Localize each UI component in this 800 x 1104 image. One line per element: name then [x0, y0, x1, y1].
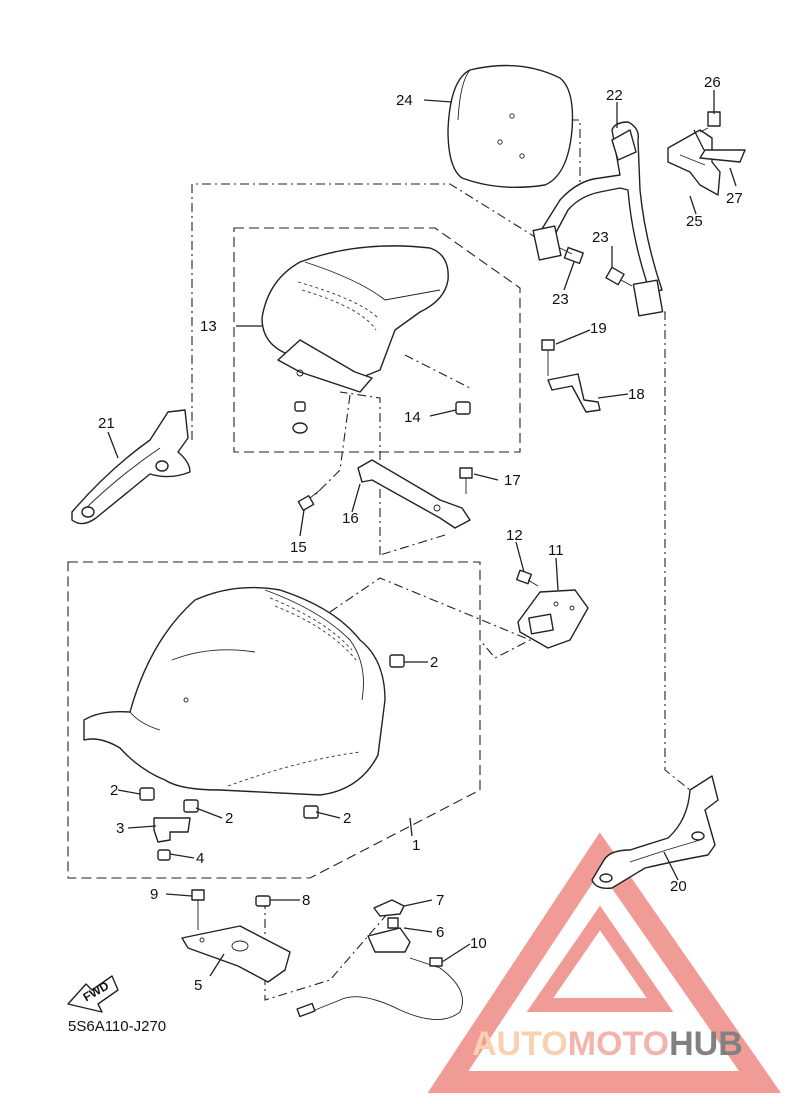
- callout-21: 21: [98, 415, 115, 432]
- bolt-9: [191, 889, 205, 930]
- main-seat-group-box: [67, 561, 481, 879]
- rear-seat: [261, 245, 449, 393]
- callout-10: 10: [470, 935, 487, 952]
- stay-18: [547, 373, 601, 413]
- bolt-15: [297, 489, 321, 512]
- callout-8: 8: [302, 892, 310, 909]
- nut-2-b: [139, 787, 155, 801]
- plate-7: [373, 899, 405, 917]
- rear-seat-group-box: [233, 227, 521, 453]
- callout-15: 15: [290, 539, 307, 556]
- nut-4: [157, 849, 171, 861]
- nut-2-d: [303, 805, 319, 819]
- lock-6: [367, 917, 411, 953]
- callout-2-b: 2: [110, 782, 118, 799]
- plate-27: [699, 149, 746, 163]
- svg-text:AUTOMOTOHUB: AUTOMOTOHUB: [472, 1025, 743, 1063]
- diagram-code: 5S6A110-J270: [68, 1018, 166, 1035]
- plate-5: [181, 925, 291, 983]
- callout-13: 13: [200, 318, 217, 335]
- bracket-11: [517, 589, 589, 649]
- callout-4: 4: [196, 850, 204, 867]
- guide-line-20: [645, 311, 691, 791]
- backrest-pad: [447, 64, 574, 189]
- main-seat: [83, 586, 386, 796]
- bracket-3: [153, 817, 191, 843]
- fwd-arrow-icon: FWD: [67, 975, 119, 1013]
- callout-12: 12: [506, 527, 523, 544]
- callout-23-a: 23: [592, 229, 609, 246]
- watermark-logo: AUTOMOTOHUB: [427, 832, 782, 1093]
- callout-6: 6: [436, 924, 444, 941]
- nut-8: [255, 895, 271, 907]
- bracket-25: [667, 129, 721, 196]
- watermark-moto: MOTO: [568, 1025, 669, 1063]
- grab-bar-21: [71, 409, 191, 525]
- bolt-26: [699, 111, 721, 133]
- callout-18: 18: [628, 386, 645, 403]
- callout-2-d: 2: [343, 810, 351, 827]
- bolt-12: [515, 569, 539, 587]
- bolt-23-b: [605, 266, 633, 287]
- watermark-auto: AUTO: [472, 1025, 568, 1063]
- callout-23-b: 23: [552, 291, 569, 308]
- callout-1: 1: [412, 837, 420, 854]
- bolt-19: [541, 339, 555, 376]
- callout-2-c: 2: [225, 810, 233, 827]
- callout-22: 22: [606, 87, 623, 104]
- guide-line-21: [191, 183, 541, 440]
- callout-2-a: 2: [430, 654, 438, 671]
- callout-25: 25: [686, 213, 703, 230]
- callout-9: 9: [150, 886, 158, 903]
- backrest-frame: [532, 121, 664, 317]
- watermark-hub: HUB: [669, 1025, 743, 1063]
- callout-3: 3: [116, 820, 124, 837]
- grab-bar-20: [591, 775, 719, 890]
- callout-7: 7: [436, 892, 444, 909]
- nut-2-a: [389, 654, 405, 668]
- callout-11: 11: [548, 542, 564, 559]
- callout-27: 27: [726, 190, 743, 207]
- stay-16: [357, 459, 471, 529]
- cable-10: [296, 957, 463, 1020]
- nut-14: [455, 401, 471, 415]
- bolt-23-a: [559, 246, 584, 265]
- callout-19: 19: [590, 320, 607, 337]
- leader-lines: [107, 90, 737, 977]
- callout-20: 20: [670, 878, 687, 895]
- callout-24: 24: [396, 92, 413, 109]
- bolt-17: [459, 467, 473, 494]
- callout-labels: 1 2 2 2 2 2 3 4 5 6 7 8 9 10 11 12 13 14…: [98, 74, 743, 994]
- callout-17: 17: [504, 472, 521, 489]
- callout-5: 5: [194, 977, 202, 994]
- callout-14: 14: [404, 409, 421, 426]
- nut-2-c: [183, 799, 199, 813]
- callout-16: 16: [342, 510, 359, 527]
- callout-26: 26: [704, 74, 721, 91]
